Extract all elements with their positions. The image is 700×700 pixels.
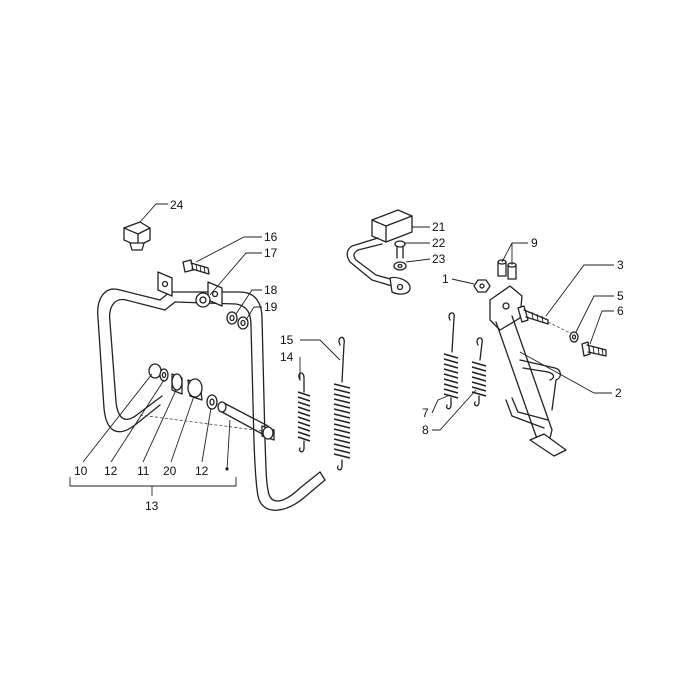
washer-12b-part — [206, 394, 218, 410]
nut-19-part — [237, 316, 249, 330]
callout-20: 20 — [163, 464, 177, 478]
callout-23: 23 — [432, 252, 446, 266]
callout-16: 16 — [264, 230, 278, 244]
bolt-16-part — [182, 259, 210, 275]
callout-2: 2 — [615, 386, 622, 400]
spring-14-part — [297, 372, 311, 453]
bushing-17-part — [195, 292, 211, 308]
callout-17: 17 — [264, 246, 278, 260]
callout-14: 14 — [280, 350, 294, 364]
bolt-6-part — [581, 341, 607, 357]
callout-12b: 12 — [195, 464, 209, 478]
callout-10: 10 — [74, 464, 88, 478]
callout-6: 6 — [617, 304, 624, 318]
callout-21: 21 — [432, 220, 446, 234]
spring-8-part — [471, 337, 487, 407]
callout-12a: 12 — [104, 464, 118, 478]
callout-5: 5 — [617, 289, 624, 303]
washer-5-part — [569, 331, 579, 343]
callout-15: 15 — [280, 333, 294, 347]
callout-3: 3 — [617, 258, 624, 272]
callout-11: 11 — [137, 464, 150, 478]
callout-labels: 24 16 17 18 19 15 14 21 22 23 1 9 3 5 6 … — [74, 198, 624, 513]
leader-lines — [69, 203, 614, 496]
cable-21-part — [346, 209, 413, 295]
callout-7: 7 — [422, 406, 429, 420]
bushing-11-part — [171, 373, 183, 395]
screw-22-part — [394, 240, 406, 259]
stand-2-part — [489, 285, 567, 457]
callout-19: 19 — [264, 300, 278, 314]
callout-8: 8 — [422, 423, 429, 437]
rubber-cap-part — [123, 221, 151, 251]
washer-18-part — [226, 311, 238, 325]
bushing-20-part — [187, 378, 203, 401]
spring-15-part — [333, 336, 351, 471]
spring-7-part — [443, 312, 459, 410]
front-guard-tube-part — [97, 271, 326, 511]
callout-13: 13 — [145, 499, 159, 513]
bolt-3-part — [517, 305, 573, 335]
callout-22: 22 — [432, 236, 446, 250]
washer-23-part — [393, 261, 407, 271]
bushings-9-part — [497, 259, 517, 280]
callout-24: 24 — [170, 198, 184, 212]
pivot-shaft-part — [217, 401, 275, 441]
callout-1: 1 — [442, 272, 449, 286]
washer-12a-part — [159, 368, 169, 382]
callout-18: 18 — [264, 283, 278, 297]
callout-9: 9 — [531, 236, 538, 250]
nut-1-part — [473, 279, 491, 293]
